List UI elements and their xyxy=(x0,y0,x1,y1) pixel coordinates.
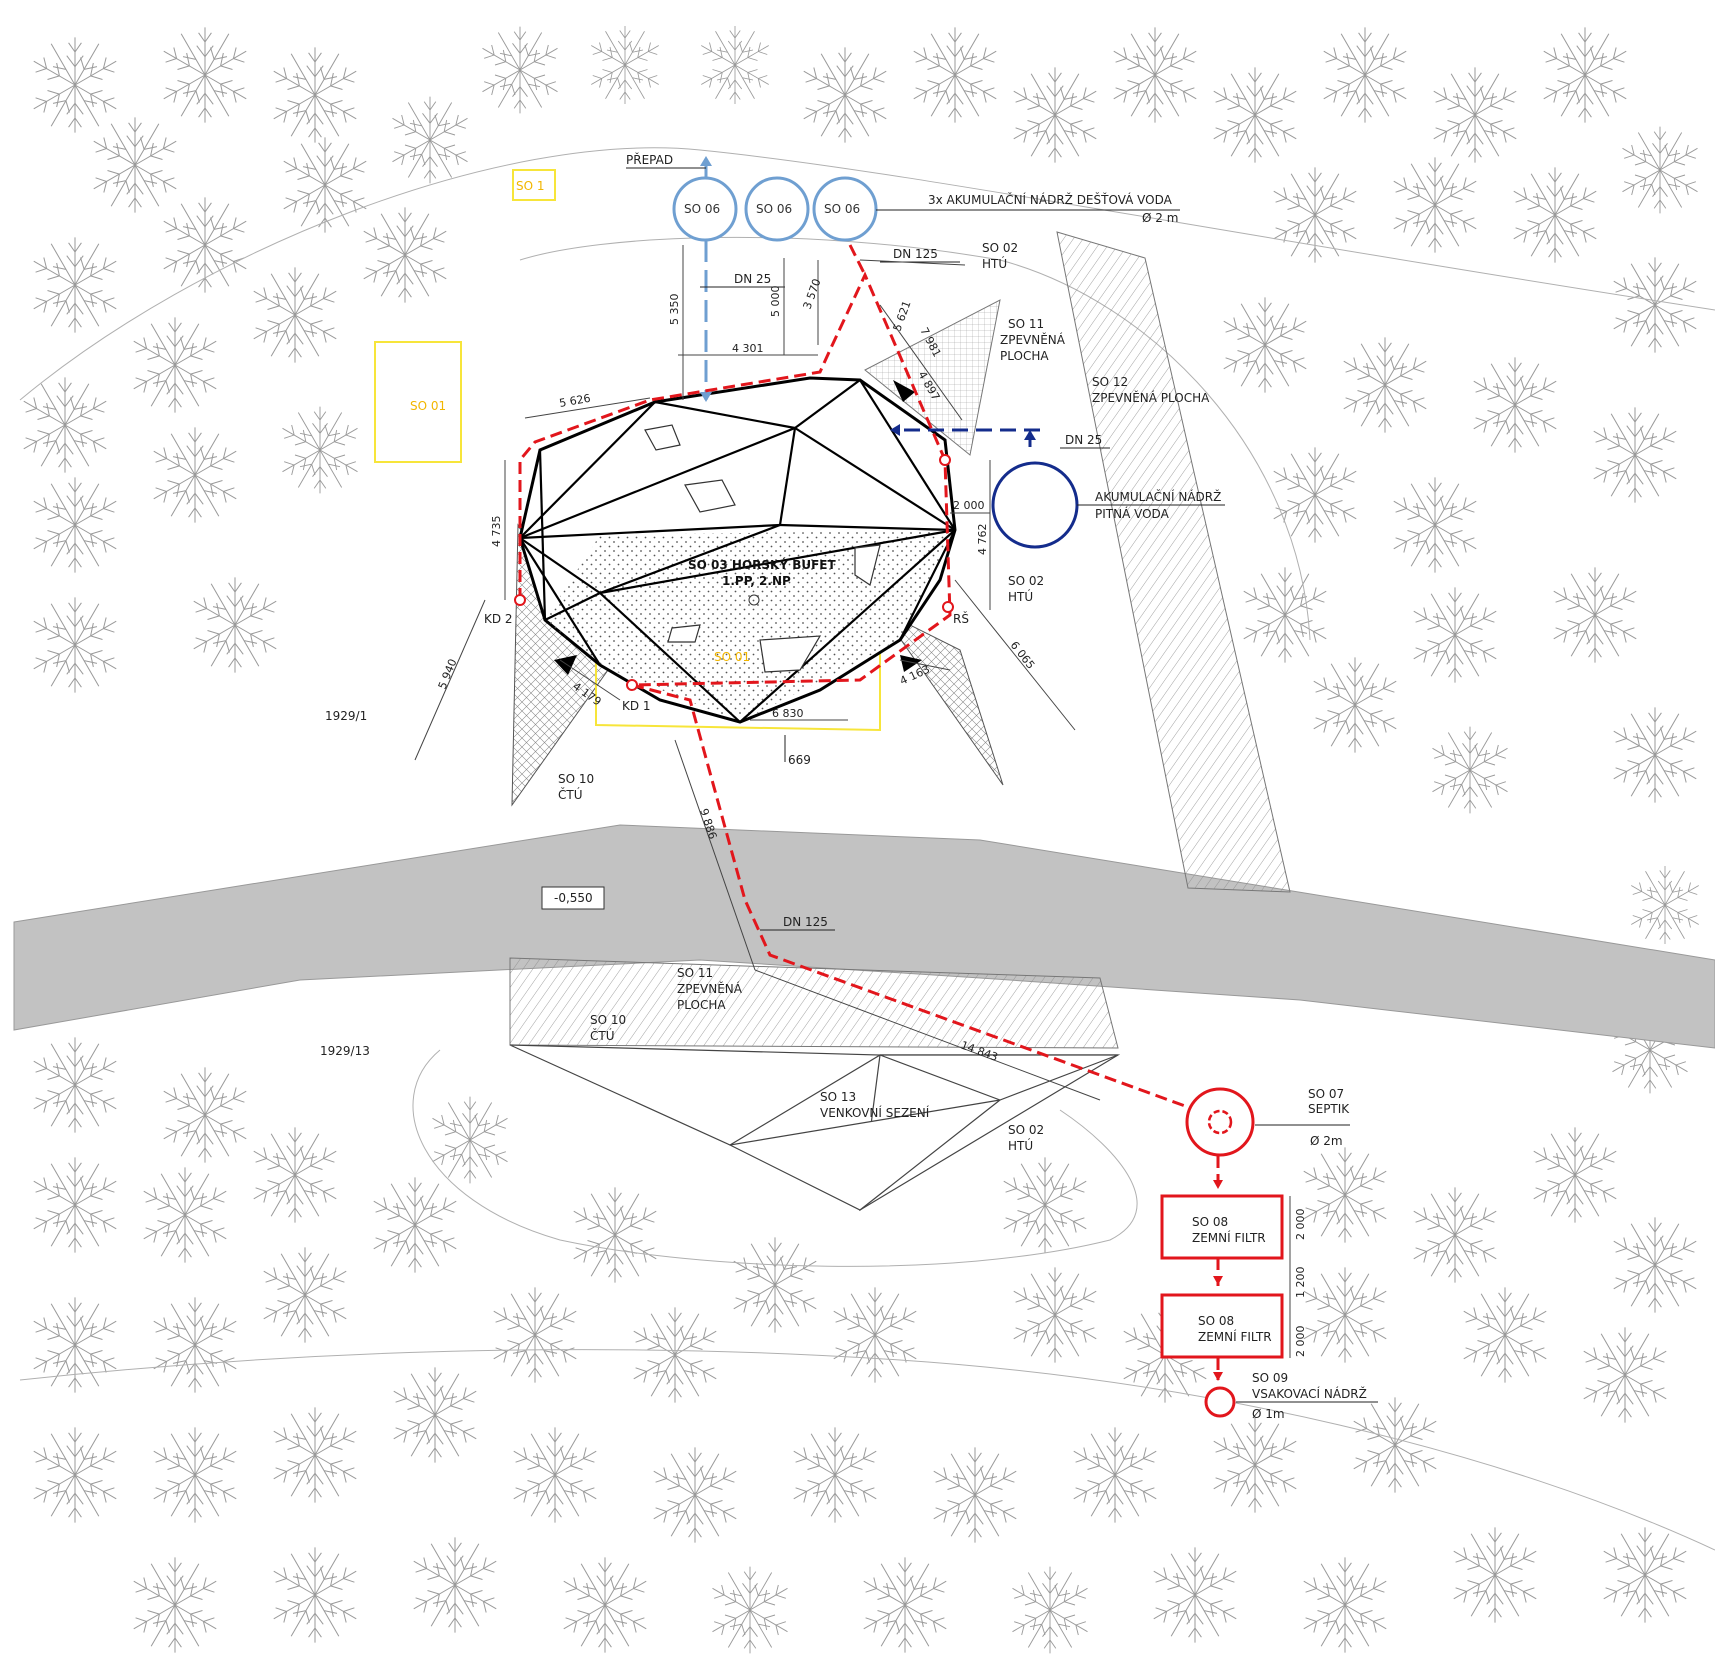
septic-name: SEPTIK xyxy=(1308,1102,1350,1116)
dim-6065: 6 065 xyxy=(1008,639,1038,672)
so12-paved-strip xyxy=(1056,231,1291,893)
dim-4762: 4 762 xyxy=(976,524,989,556)
sewage-inspection-points xyxy=(514,454,954,691)
sewer-bottom-pipe-label: DN 125 xyxy=(783,915,828,929)
filter-2-name: ZEMNÍ FILTR xyxy=(1198,1329,1272,1344)
drinking-water-tank xyxy=(991,461,1079,549)
soak-tank-name: VSAKOVACÍ NÁDRŽ xyxy=(1252,1386,1367,1401)
so01-outer-label: SO 01 xyxy=(410,399,446,413)
building-marker xyxy=(748,594,760,606)
dim-4301: 4 301 xyxy=(732,342,764,355)
so11-bottom-line2: PLOCHA xyxy=(677,998,726,1012)
building-floors: 1.PP, 2.NP xyxy=(722,574,791,588)
septic-code: SO 07 xyxy=(1308,1087,1344,1101)
drinking-pipe-label: DN 25 xyxy=(1065,433,1102,447)
so11-bottom-code: SO 11 xyxy=(677,966,713,980)
septic-diameter: Ø 2m xyxy=(1310,1134,1343,1148)
soak-tank xyxy=(1204,1386,1236,1418)
rain-tanks-diameter: Ø 2 m xyxy=(1142,211,1178,225)
dim-2000: 2 000 xyxy=(953,499,985,512)
road-level-box xyxy=(541,886,605,910)
road-level: -0,550 xyxy=(554,891,593,905)
so02-right-code: SO 02 xyxy=(1008,574,1044,588)
rain-tank-2-label: SO 06 xyxy=(756,202,792,216)
sewer-top-pipe-label: DN 125 xyxy=(893,247,938,261)
so01-boundary-small xyxy=(374,341,462,463)
kd2-label: KD 2 xyxy=(484,612,513,626)
so02-right-name: HTÚ xyxy=(1008,589,1033,604)
filter-flow-arrows xyxy=(1213,1180,1223,1381)
building-so03 xyxy=(518,376,957,724)
dim-5000: 5 000 xyxy=(769,286,782,318)
rain-tank-1-label: SO 06 xyxy=(684,202,720,216)
contour-lines xyxy=(19,147,1715,1551)
rain-pipe-label: DN 25 xyxy=(734,272,771,286)
so11-top-line1: ZPEVNĚNÁ xyxy=(1000,332,1066,347)
so02-top-name: HTÚ xyxy=(982,256,1007,271)
soak-tank-code: SO 09 xyxy=(1252,1371,1288,1385)
so11-top-line2: PLOCHA xyxy=(1000,349,1049,363)
dim-5350: 5 350 xyxy=(668,294,681,326)
parcel-north: 1929/1 xyxy=(325,709,367,723)
so11-bottom-area xyxy=(509,957,1119,1049)
septic-tank xyxy=(1185,1087,1255,1157)
filter-1-name: ZEMNÍ FILTR xyxy=(1192,1230,1266,1245)
so12-name: ZPEVNĚNÁ PLOCHA xyxy=(1092,390,1210,405)
building-title: SO 03 HORSKÝ BUFET xyxy=(688,557,836,572)
drinking-pipe-arrow-icon xyxy=(890,424,900,436)
drinking-tank-subtitle: PITNÁ VODA xyxy=(1095,506,1170,521)
so10-bottom-code: SO 10 xyxy=(590,1013,626,1027)
filter-2-code: SO 08 xyxy=(1198,1314,1234,1328)
so13-outdoor-seating xyxy=(509,1044,1121,1212)
rain-tanks-description: 3x AKUMULAČNÍ NÁDRŽ DEŠŤOVÁ VODA xyxy=(928,192,1173,207)
soak-tank-diameter: Ø 1m xyxy=(1252,1407,1285,1421)
so11-top-code: SO 11 xyxy=(1008,317,1044,331)
rain-tank-3-label: SO 06 xyxy=(824,202,860,216)
dim-6830: 6 830 xyxy=(772,707,804,720)
so1-small-label: SO 1 xyxy=(516,179,545,193)
septic-inner-icon xyxy=(1207,1109,1233,1135)
drinking-riser-arrow-icon xyxy=(1024,430,1036,440)
rain-downpipe-arrow-icon xyxy=(700,392,712,402)
point-669: 669 xyxy=(788,753,811,767)
rs-label: RŠ xyxy=(953,611,969,626)
road xyxy=(13,824,1715,1049)
dim-filter-2000b: 2 000 xyxy=(1294,1326,1307,1358)
so10-top-code: SO 10 xyxy=(558,772,594,786)
dim-3570: 3 570 xyxy=(801,277,824,311)
so11-bottom-line1: ZPEVNĚNÁ xyxy=(677,981,743,996)
so1-boundary-tiny xyxy=(512,169,556,201)
dim-filter-2000a: 2 000 xyxy=(1294,1209,1307,1241)
kd1-label: KD 1 xyxy=(622,699,651,713)
so02-bottom-name: HTÚ xyxy=(1008,1138,1033,1153)
so12-code: SO 12 xyxy=(1092,375,1128,389)
parcel-south: 1929/13 xyxy=(320,1044,370,1058)
so13-name: VENKOVNÍ SEZENÍ xyxy=(820,1105,930,1120)
so02-top-code: SO 02 xyxy=(982,241,1018,255)
filter-1-code: SO 08 xyxy=(1192,1215,1228,1229)
so01-inner-label: SO 01 xyxy=(714,650,750,664)
so02-bottom-code: SO 02 xyxy=(1008,1123,1044,1137)
so10-top-name: ČTÚ xyxy=(558,787,583,802)
dim-5621: 5 621 xyxy=(891,299,914,333)
rain-tanks xyxy=(672,176,878,242)
drinking-tank-title: AKUMULAČNÍ NÁDRŽ xyxy=(1095,489,1221,504)
so13-code: SO 13 xyxy=(820,1090,856,1104)
dim-filter-1200: 1 200 xyxy=(1294,1267,1307,1299)
filter-1 xyxy=(1160,1194,1284,1260)
dimension-lines xyxy=(414,245,1291,1358)
so11-top-area xyxy=(864,299,1001,456)
dim-5626: 5 626 xyxy=(558,392,591,410)
so02-right-wing xyxy=(879,609,1004,786)
overflow-label: PŘEPAD xyxy=(626,152,673,167)
dim-4735: 4 735 xyxy=(490,516,503,548)
dim-5940: 5 940 xyxy=(436,657,460,691)
so10-bottom-name: ČTÚ xyxy=(590,1028,615,1043)
overflow-arrow-icon xyxy=(700,156,712,166)
filter-2 xyxy=(1160,1293,1284,1359)
section-arrows xyxy=(554,380,922,675)
